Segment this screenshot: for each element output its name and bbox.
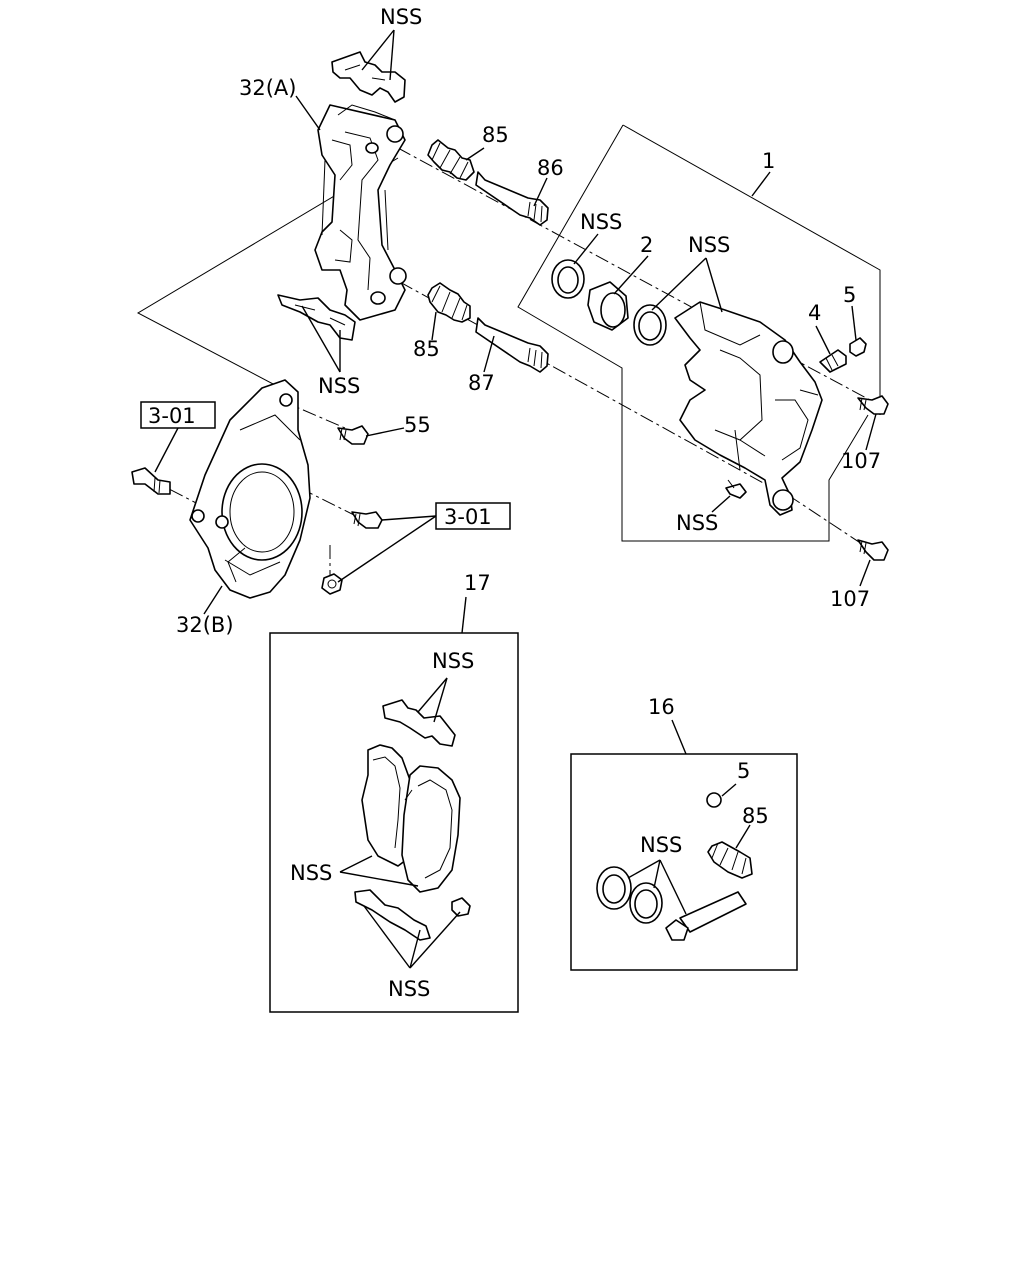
label-kit-85: 85 bbox=[742, 804, 769, 828]
label-86: 86 bbox=[537, 156, 564, 180]
label-32a: 32(A) bbox=[239, 76, 296, 100]
label-kit-5: 5 bbox=[737, 759, 750, 783]
bleeder-cap-5 bbox=[849, 337, 867, 357]
label-kit-nss: NSS bbox=[640, 833, 682, 857]
leader-lines bbox=[154, 29, 877, 615]
label-nss-pads: NSS bbox=[290, 861, 332, 885]
guide-pin-86 bbox=[475, 171, 549, 226]
boot-85-upper bbox=[427, 139, 475, 181]
nut bbox=[321, 573, 343, 595]
piston-2 bbox=[587, 281, 629, 331]
label-107-lower: 107 bbox=[830, 587, 870, 611]
pad-kit-box-17 bbox=[269, 596, 519, 1013]
label-3-01-left: 3-01 bbox=[148, 404, 196, 428]
bolt-ref-3-01-left bbox=[131, 467, 171, 495]
label-nss-top: NSS bbox=[380, 5, 422, 29]
boot-85-lower bbox=[427, 282, 471, 323]
label-107-upper: 107 bbox=[841, 449, 881, 473]
ref-box-3-01-right bbox=[435, 502, 511, 530]
label-nss-bracket: NSS bbox=[676, 511, 718, 535]
bleeder-screw-4 bbox=[819, 349, 847, 373]
bolt-55 bbox=[337, 425, 369, 445]
label-nss-pad-clip: NSS bbox=[432, 649, 474, 673]
caliper-small-clip bbox=[725, 479, 747, 499]
caliper-body bbox=[674, 301, 823, 516]
label-2: 2 bbox=[640, 233, 653, 257]
bracket-clip-lower bbox=[277, 294, 356, 341]
bolt-ref-3-01-right bbox=[351, 511, 383, 529]
label-nss-pad-shims: NSS bbox=[388, 977, 430, 1001]
ref-box-3-01-left bbox=[140, 401, 216, 429]
piston-seal bbox=[551, 259, 585, 299]
label-85-upper: 85 bbox=[482, 123, 509, 147]
guide-pin-87 bbox=[475, 317, 549, 373]
label-17: 17 bbox=[464, 571, 491, 595]
label-32b: 32(B) bbox=[176, 613, 234, 637]
bolt-107-upper bbox=[857, 395, 889, 415]
bracket-clip-top bbox=[331, 51, 406, 103]
caliper-bracket-32a bbox=[314, 104, 407, 321]
label-nss-lower-clip: NSS bbox=[318, 374, 360, 398]
dust-shield-32b bbox=[189, 379, 311, 599]
seal-kit-box-16 bbox=[570, 719, 798, 971]
label-3-01-right: 3-01 bbox=[444, 505, 492, 529]
label-16: 16 bbox=[648, 695, 675, 719]
label-87: 87 bbox=[468, 371, 495, 395]
label-4: 4 bbox=[808, 301, 821, 325]
bolt-107-lower bbox=[857, 539, 889, 561]
label-nss-ring: NSS bbox=[688, 233, 730, 257]
label-nss-seal: NSS bbox=[580, 210, 622, 234]
label-1: 1 bbox=[762, 149, 775, 173]
dust-ring bbox=[633, 304, 667, 346]
label-5: 5 bbox=[843, 283, 856, 307]
label-55: 55 bbox=[404, 413, 431, 437]
callout-labels: NSS 32(A) 85 86 1 NSS 2 NSS 5 4 85 NSS 8… bbox=[148, 5, 881, 1001]
label-85-lower: 85 bbox=[413, 337, 440, 361]
